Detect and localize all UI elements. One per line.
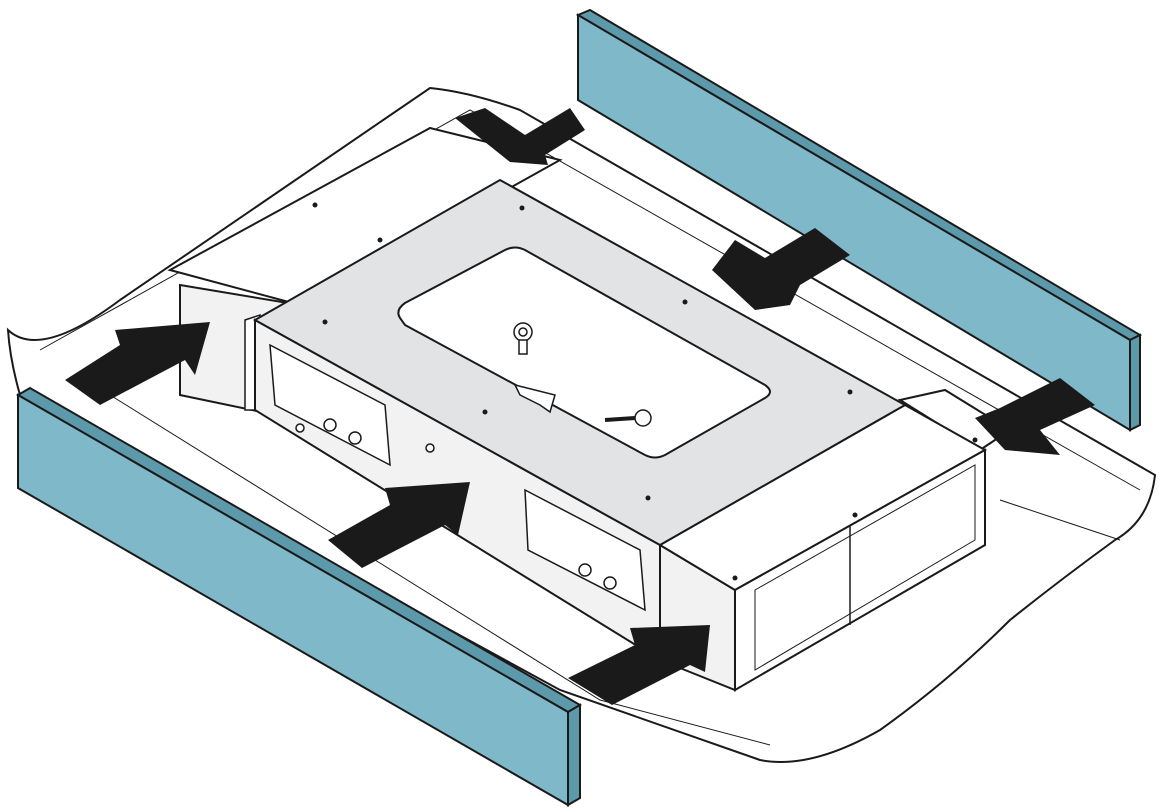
screw-hole-icon: [682, 299, 688, 305]
fitting-icon: [634, 409, 652, 427]
arrow-icon: [712, 228, 850, 310]
arrow-icon: [975, 378, 1095, 455]
housing-flange-left: [167, 126, 563, 307]
arrow-icon: [65, 322, 210, 405]
screw-hole-icon: [852, 512, 858, 518]
arrow-icon: [455, 108, 585, 165]
fitting-pipe: [604, 416, 636, 422]
arrow-icon: [568, 625, 710, 705]
screw-hole-icon: [847, 389, 853, 395]
cover-panel-back-end: [1129, 333, 1141, 432]
screw-hole-icon: [425, 443, 435, 453]
screw-hole-icon: [377, 237, 383, 243]
housing-end-right-side: [734, 448, 986, 692]
base-sheet-guide: [999, 499, 1121, 541]
screw-hole-icon: [312, 202, 318, 208]
fitting-stem: [518, 339, 528, 355]
cover-panel-front-end: [567, 703, 581, 807]
screw-hole-icon: [519, 205, 525, 211]
screw-hole-icon: [645, 495, 651, 501]
screw-hole-icon: [323, 418, 337, 432]
screw-hole-icon: [348, 431, 362, 445]
screw-hole-icon: [295, 423, 305, 433]
screw-hole-icon: [972, 437, 978, 443]
screw-hole-icon: [603, 576, 617, 590]
fitting-bracket: [513, 383, 556, 414]
screw-hole-icon: [482, 409, 488, 415]
fitting-icon: [518, 327, 528, 337]
top-plate-opening: [397, 246, 771, 459]
housing-end-right-opening: [754, 464, 976, 671]
arrow-icon: [328, 482, 470, 568]
base-sheet-inner-line-2: [109, 394, 771, 746]
screw-hole-icon: [322, 319, 328, 325]
screw-hole-icon: [732, 575, 738, 581]
screw-hole-icon: [578, 563, 592, 577]
